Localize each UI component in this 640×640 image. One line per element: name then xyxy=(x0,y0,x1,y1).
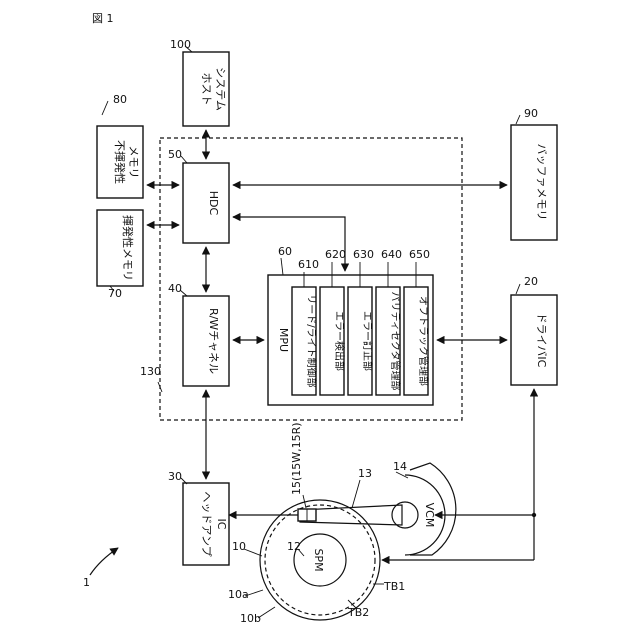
error-detect-unit-label: エラー検出部 xyxy=(333,311,346,371)
ref-tb2: TB2 xyxy=(347,606,369,619)
device-arrow xyxy=(90,548,118,575)
junction-dot xyxy=(532,513,536,517)
vcm-label: VCM xyxy=(423,503,436,528)
host-label-2: システム xyxy=(214,67,227,111)
buffer-label: バッファメモリ xyxy=(535,144,548,221)
hdc-mpu-link xyxy=(233,217,345,271)
figure-title: 図 1 xyxy=(92,12,114,25)
headamp-label-1: ヘッドアンプ xyxy=(200,491,213,556)
hdc-box xyxy=(183,163,229,243)
headamp-label-2: IC xyxy=(215,519,228,530)
ref-nvm: 80 xyxy=(113,93,127,106)
pivot-circle xyxy=(392,502,418,528)
ref-head: 15(15W,15R) xyxy=(290,422,303,495)
ref-650: 650 xyxy=(409,248,430,261)
nvm-label-1: 不揮発性 xyxy=(113,140,127,184)
ref-buffer: 90 xyxy=(524,107,538,120)
ref-10a: 10a xyxy=(228,588,249,601)
rw-channel-box xyxy=(183,296,229,386)
hdc-label: HDC xyxy=(207,191,220,216)
buffer-memory-box xyxy=(511,125,557,240)
ref-vm: 70 xyxy=(108,287,122,300)
ref-headamp: 30 xyxy=(168,470,182,483)
ref-vcm: 14 xyxy=(393,460,407,473)
ref-630: 630 xyxy=(353,248,374,261)
parity-sector-unit-label: パリティセクタ管理部 xyxy=(389,292,402,391)
ref-spm: 12 xyxy=(287,540,301,553)
ref-hdc: 50 xyxy=(168,148,182,161)
mpu-label: MPU xyxy=(277,328,290,352)
offtrack-unit-label: オフトラック管理部 xyxy=(417,296,430,386)
host-label-1: ホスト xyxy=(200,73,213,106)
ref-610: 610 xyxy=(298,258,319,271)
spm-label: SPM xyxy=(312,548,325,571)
ref-device: 1 xyxy=(83,576,90,589)
ref-mpu: 60 xyxy=(278,245,292,258)
driver-label: ドライバIC xyxy=(535,313,548,368)
volatile-memory-box xyxy=(97,210,143,286)
driver-ic-box xyxy=(511,295,557,385)
error-correct-unit-label: エラー訂正部 xyxy=(361,311,374,371)
ref-620: 620 xyxy=(325,248,346,261)
ref-tb1: TB1 xyxy=(383,580,405,593)
vm-label: 揮発性メモリ xyxy=(121,215,135,281)
ref-rw: 40 xyxy=(168,282,182,295)
ref-640: 640 xyxy=(381,248,402,261)
ref-container: 130 xyxy=(140,365,161,378)
rw-control-unit-label: リード/ライト制御部 xyxy=(305,294,318,387)
ref-10b: 10b xyxy=(240,612,261,625)
ref-driver: 20 xyxy=(524,275,538,288)
ref-arm: 13 xyxy=(358,467,372,480)
ref-host: 100 xyxy=(170,38,191,51)
nvm-label-2: メモリ xyxy=(127,146,140,179)
rw-label: R/Wチャネル xyxy=(207,308,220,374)
ref-disk: 10 xyxy=(232,540,246,553)
